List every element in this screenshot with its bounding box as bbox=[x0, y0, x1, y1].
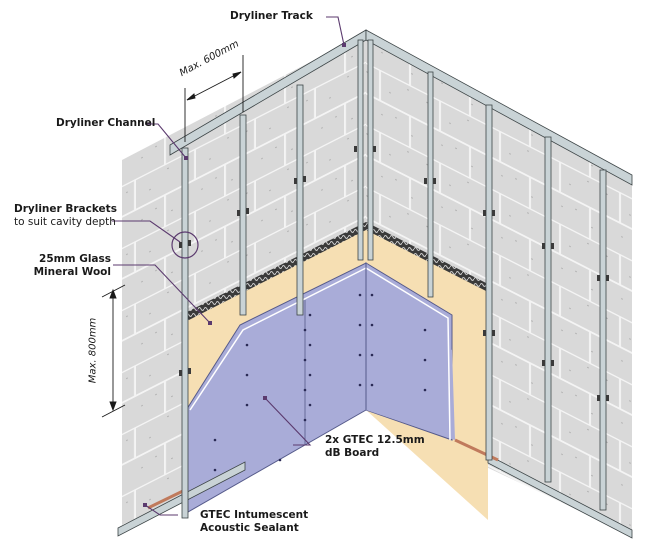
wool-edge-left bbox=[185, 222, 366, 322]
label-dryliner-channel-text: Dryliner Channel bbox=[56, 117, 156, 129]
db-board-bevel-left bbox=[189, 267, 367, 411]
label-mineral-wool-line1: 25mm Glass bbox=[39, 253, 111, 265]
label-db-board-line2: dB Board bbox=[325, 447, 380, 459]
leader-lines bbox=[112, 16, 345, 516]
label-acoustic-sealant-line1: GTEC Intumescent bbox=[200, 509, 309, 521]
label-dryliner-brackets-sub: to suit cavity depth bbox=[14, 216, 116, 228]
label-acoustic-sealant: GTEC Intumescent Acoustic Sealant bbox=[200, 509, 308, 535]
dimension-800mm-text: Max. 800mm bbox=[87, 317, 99, 384]
bracket-highlight-circle bbox=[171, 231, 199, 259]
acoustic-sealant-left bbox=[147, 488, 186, 510]
label-db-board: 2x GTEC 12.5mm dB Board bbox=[325, 434, 425, 460]
dimension-800mm bbox=[101, 284, 126, 418]
label-mineral-wool-line2: Mineral Wool bbox=[33, 266, 111, 278]
label-db-board-line1: 2x GTEC 12.5mm bbox=[325, 434, 425, 446]
dryliner-brackets bbox=[179, 146, 609, 401]
label-acoustic-sealant-line2: Acoustic Sealant bbox=[200, 522, 299, 534]
label-dryliner-track-text: Dryliner Track bbox=[230, 10, 313, 22]
label-dryliner-brackets-title: Dryliner Brackets bbox=[14, 203, 117, 215]
label-dryliner-channel: Dryliner Channel bbox=[56, 117, 155, 130]
label-dryliner-track: Dryliner Track bbox=[230, 10, 313, 23]
bottom-track-left bbox=[117, 461, 246, 537]
dryliner-channels bbox=[181, 39, 607, 519]
dimension-600mm bbox=[184, 55, 244, 142]
label-dryliner-brackets: Dryliner Brackets to suit cavity depth bbox=[14, 203, 117, 229]
top-track-right bbox=[365, 29, 633, 186]
db-board-bevel-right bbox=[365, 267, 451, 441]
board-screws bbox=[213, 293, 427, 472]
label-mineral-wool: 25mm Glass Mineral Wool bbox=[30, 253, 111, 279]
wool-edge-right bbox=[366, 222, 488, 292]
leader-dots bbox=[143, 43, 346, 507]
db-board-right-lower bbox=[366, 263, 455, 440]
